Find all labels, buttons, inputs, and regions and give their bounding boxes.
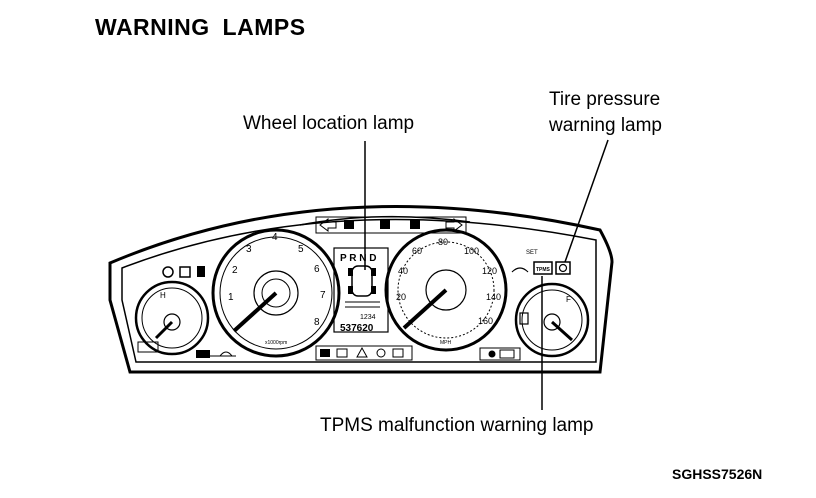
tach-num-8: 8 <box>314 317 320 328</box>
speed-num-40: 40 <box>398 266 408 276</box>
left-warning-icons <box>162 266 205 278</box>
speed-num-80: 80 <box>438 237 448 247</box>
tach-num-5: 5 <box>298 244 304 255</box>
tire-pressure-label-line1: Tire pressure <box>549 89 661 110</box>
tach-num-3: 3 <box>246 244 252 255</box>
tpms-malfunction-lamp <box>533 261 553 275</box>
tpms-lamp-text: TPMS <box>536 267 551 273</box>
left-turn-icon <box>319 218 337 232</box>
cluster-outer-housing <box>108 204 614 374</box>
tpms-lamp-cluster: SET TPMS <box>511 250 571 275</box>
tire-pressure-label-line2: warning lamp <box>549 115 662 136</box>
tach-num-2: 2 <box>232 265 238 276</box>
cluster-inner-bezel <box>121 218 597 363</box>
fuel-gauge: F <box>514 282 590 358</box>
trip-readout: 1234 <box>360 314 376 321</box>
wheel-location-label: Wheel location lamp <box>243 113 415 134</box>
fuel-f-label: F <box>566 295 571 304</box>
speed-num-100: 100 <box>464 246 479 256</box>
gear-indicator: P R N D <box>340 253 377 264</box>
tach-num-4: 4 <box>272 232 278 243</box>
speed-num-120: 120 <box>482 266 497 276</box>
center-display: P R N D 1234 537620 <box>333 247 389 334</box>
tach-num-1: 1 <box>228 292 234 303</box>
tire-pressure-leader <box>564 139 609 263</box>
speed-num-140: 140 <box>486 292 501 302</box>
temperature-gauge: H <box>134 280 210 356</box>
tpms-malfunction-label: TPMS malfunction warning lamp <box>320 415 594 436</box>
speed-num-160: 160 <box>478 316 493 326</box>
turn-signal-strip <box>315 216 467 234</box>
tire-pressure-warning-lamp <box>555 261 571 275</box>
tach-num-6: 6 <box>314 264 320 275</box>
odometer-readout: 537620 <box>340 323 374 334</box>
tachometer: 1 2 3 4 5 6 7 8 x1000rpm <box>211 228 341 358</box>
tach-unit: x1000rpm <box>265 340 287 346</box>
tach-num-7: 7 <box>320 290 326 301</box>
figure-code: SGHSS7526N <box>672 466 763 482</box>
page-title: WARNING LAMPS <box>95 14 306 40</box>
wheel-location-lamp <box>348 265 376 297</box>
speed-num-20: 20 <box>396 292 406 302</box>
bottom-indicator-strip <box>196 345 521 361</box>
speed-num-60: 60 <box>412 246 422 256</box>
speed-unit: MPH <box>440 340 452 346</box>
speedometer: 20 40 60 80 100 120 140 160 MPH <box>384 228 508 352</box>
temp-h-label: H <box>160 291 166 300</box>
set-label: SET <box>526 250 538 256</box>
